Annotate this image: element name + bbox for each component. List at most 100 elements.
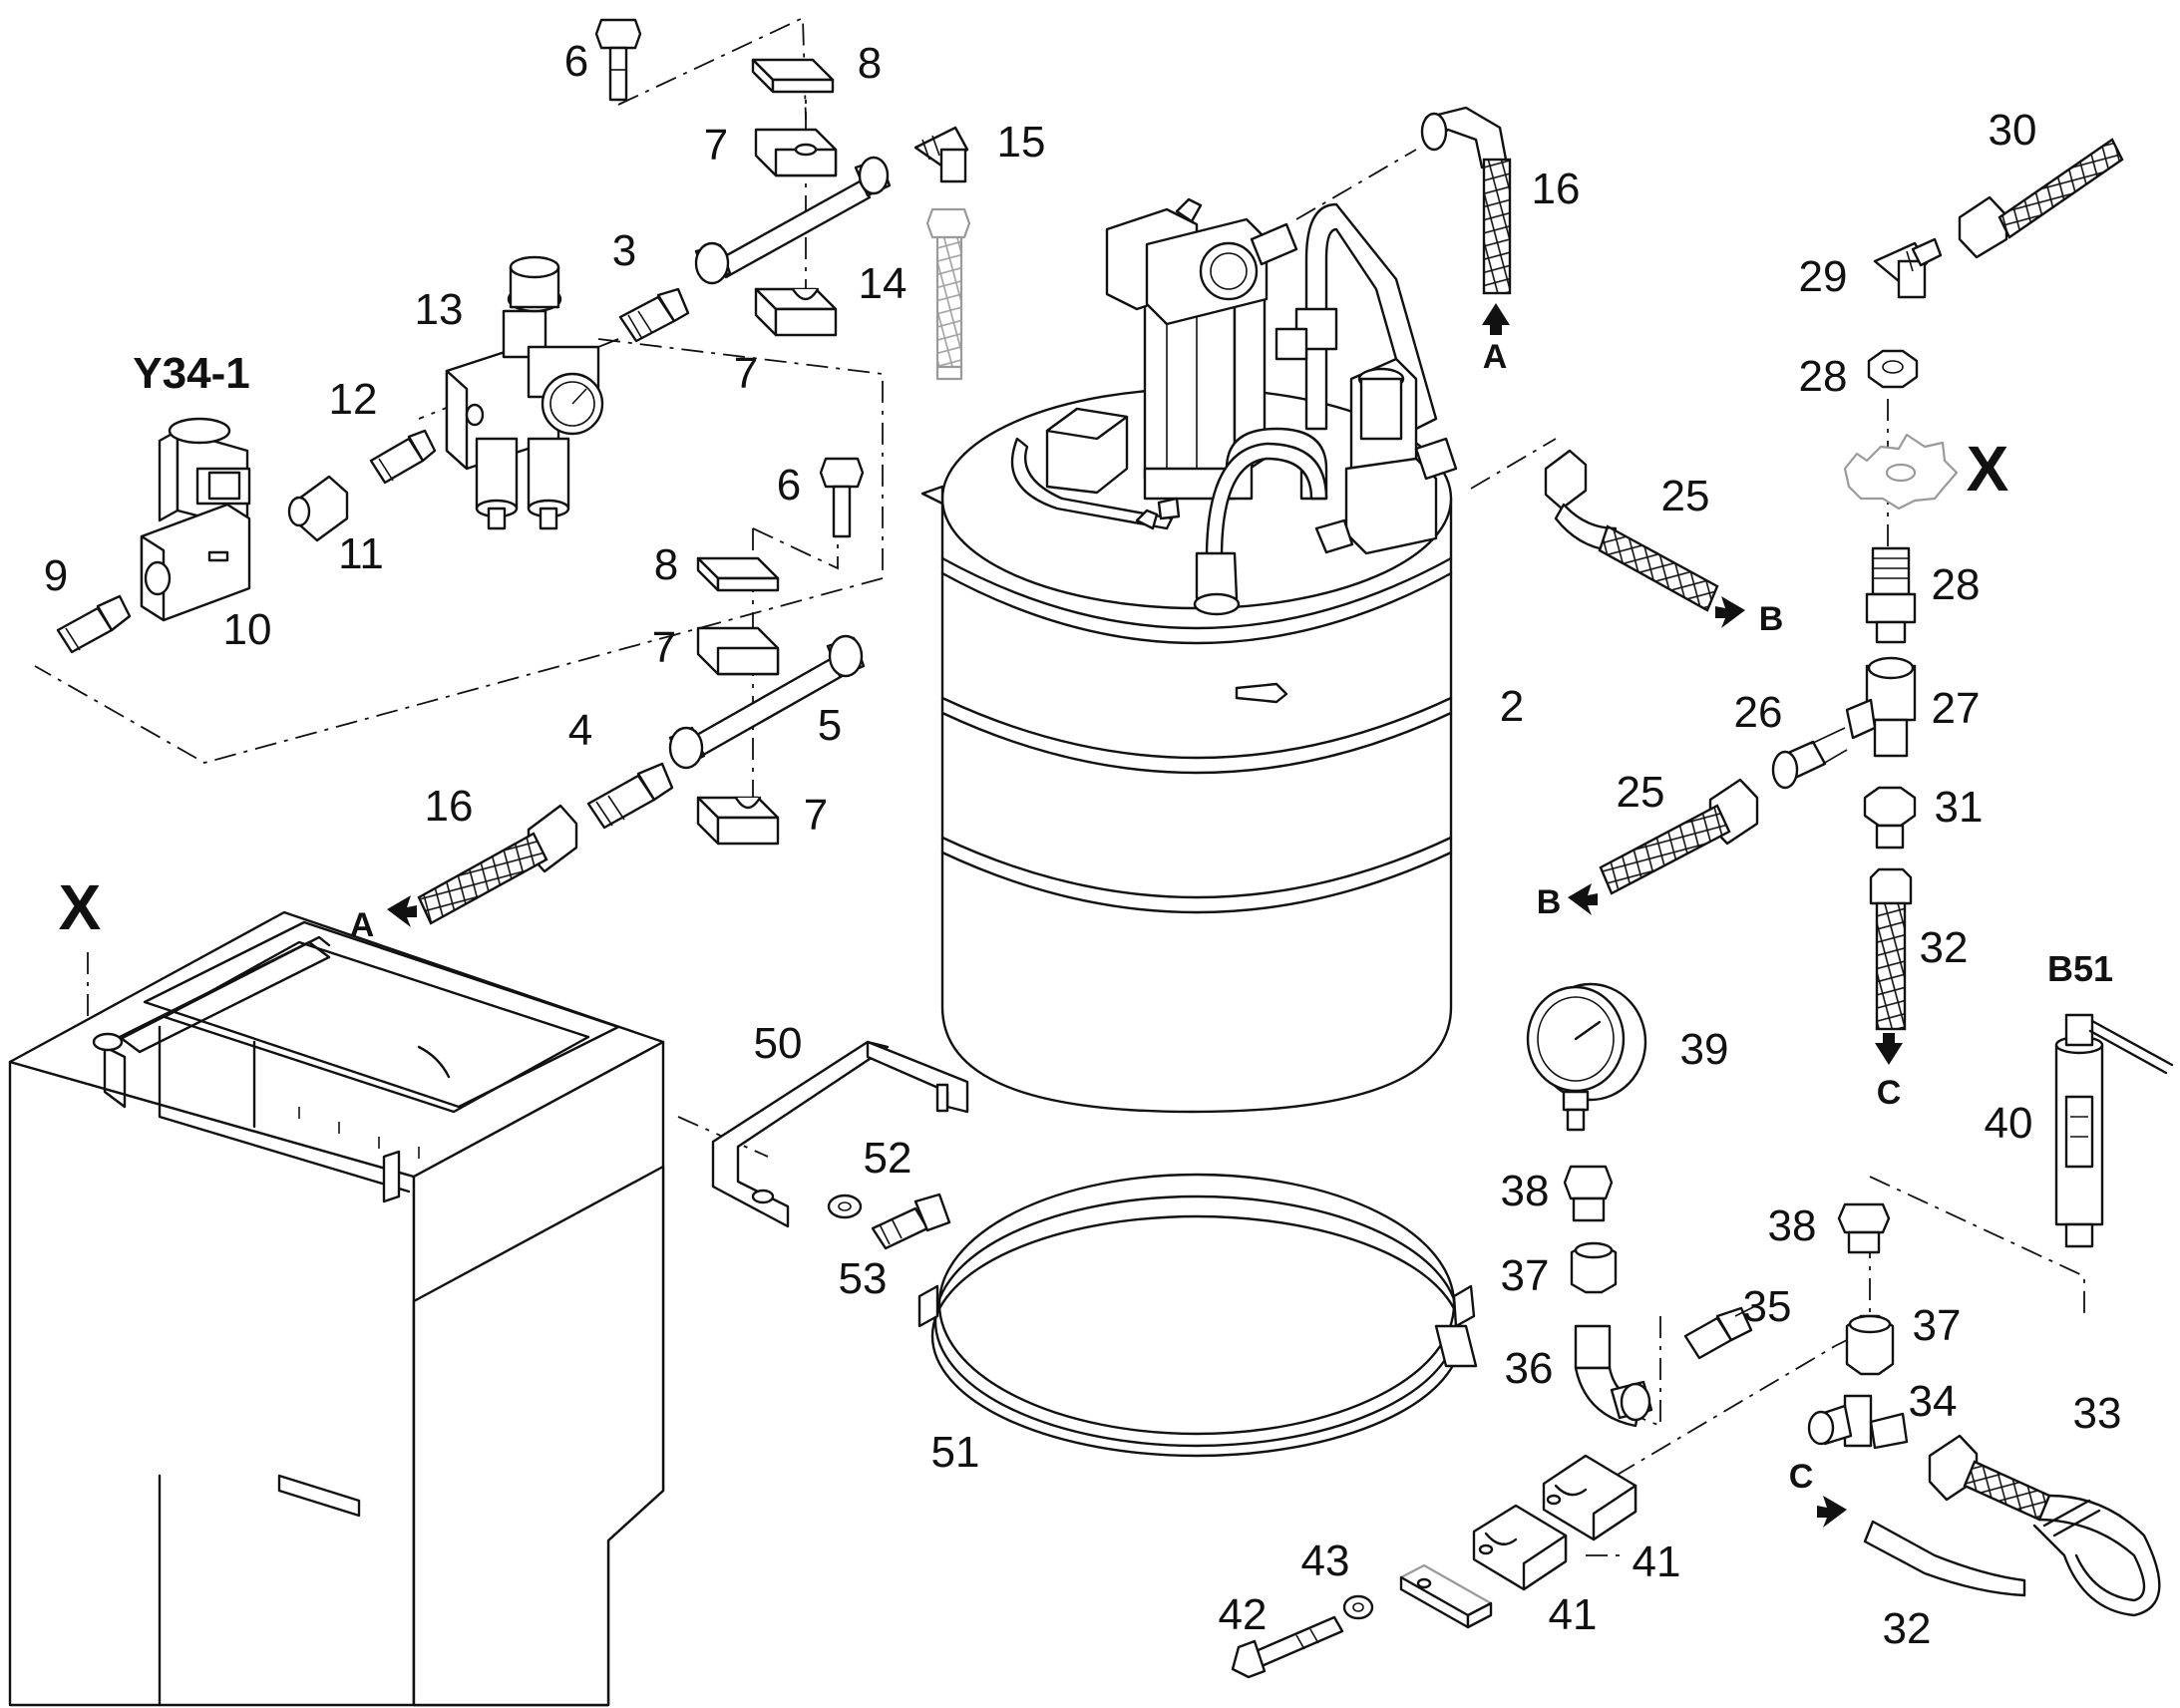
callout-38: 38 [1767,1201,1817,1250]
fitting-26 [1771,727,1848,790]
pressure-gauge-39 [1526,982,1647,1132]
callout-3: 3 [611,226,637,275]
pipe-clamp-7-bottom [696,796,780,846]
arrow-c-down [1875,1033,1903,1065]
plate-41 [1399,1563,1493,1629]
callout-25: 25 [1660,472,1710,520]
hose-16-upper [1420,106,1512,295]
hose-25-upper [1544,449,1719,612]
valve-body-10 [140,503,251,622]
callout-14: 14 [858,259,908,308]
pipe-clamp-7-mid [696,626,780,676]
callout-7: 7 [703,121,729,170]
clamp-41-upper [1542,1454,1637,1541]
callout-11: 11 [338,529,384,578]
callout-53: 53 [838,1254,888,1303]
fitting-4 [586,762,674,830]
callout-29: 29 [1798,252,1848,301]
callout-6: 6 [563,37,589,86]
callout-c: C [1876,1074,1902,1112]
arrow-b-lower [1568,883,1598,915]
hose-33 [1928,1434,2161,1617]
callout-8: 8 [653,540,679,589]
callout-37: 37 [1500,1251,1550,1300]
callout-b: B [1536,883,1562,921]
hose-32-vertical [1869,867,1913,1031]
elbow-fitting-15 [913,126,969,183]
bolt-53 [871,1193,951,1250]
callout-50: 50 [753,1019,803,1068]
tee-34 [1807,1394,1909,1450]
callout-13: 13 [414,285,464,334]
callout-4: 4 [567,706,593,755]
callout-10: 10 [222,605,272,654]
filter-regulator-13 [445,255,604,530]
callout-32: 32 [1919,923,1969,972]
callout-34: 34 [1908,1377,1958,1426]
callout-16: 16 [424,782,474,831]
fitting-31 [1863,786,1917,850]
callout-38: 38 [1500,1167,1550,1215]
callout-35: 35 [1742,1282,1792,1331]
arrow-c-lower [1817,1496,1847,1528]
callout-8: 8 [857,39,883,88]
callout-c: C [1788,1458,1814,1496]
clamp-plate-8-mid [696,556,780,592]
elbow-36 [1574,1324,1653,1428]
callout-39: 39 [1679,1025,1729,1074]
bracket-50 [711,1040,969,1228]
callout-40: 40 [1984,1099,2033,1148]
hose-25-lower [1599,778,1759,895]
callout-32: 32 [1882,1604,1932,1653]
hose-16-lower [417,804,578,925]
elbow-29 [1873,237,1943,299]
callout-x: X [1966,433,2009,505]
callout-a: A [1482,338,1508,376]
nut-28-top [1867,349,1919,389]
clamp-plate-8-top [751,58,835,94]
reducer-38-right [1837,1202,1891,1254]
bolt-42 [1231,1615,1344,1679]
callout-12: 12 [328,375,378,424]
callout-51: 51 [930,1428,980,1477]
pipe-5 [668,634,866,770]
cabinet-housing [8,910,665,1707]
callout-7: 7 [733,349,759,398]
callout-2: 2 [1499,682,1525,731]
callout-52: 52 [863,1134,912,1183]
callout-33: 33 [2072,1389,2122,1438]
callout-a: A [349,906,375,944]
callout-41: 41 [1548,1590,1598,1639]
pipe-14 [694,156,892,285]
tank-top-valve-assembly [1010,197,1458,616]
hose-ghost-15 [925,207,971,381]
bolt-6-top [594,18,642,102]
callout-42: 42 [1218,1590,1268,1639]
nut-37-right [1845,1314,1895,1376]
callout-b51: B51 [2046,948,2114,989]
tension-band-51 [917,1173,1478,1458]
callout-y34-1: Y34-1 [133,349,250,398]
callout-16: 16 [1531,165,1581,213]
locknut-x-ghost [1843,433,1959,511]
bolt-6-mid [819,457,865,538]
solenoid-valve-y34-1 [158,417,251,530]
callout-37: 37 [1912,1301,1962,1350]
nut-11 [287,475,349,542]
nipple-28-lower [1865,546,1917,644]
reducer-38-left [1563,1165,1614,1222]
fitting-3 [618,287,690,343]
callout-43: 43 [1300,1537,1350,1585]
callout-28: 28 [1931,560,1981,609]
clamp-41-lower [1472,1504,1568,1591]
nut-37-left [1570,1241,1618,1294]
callout-41: 41 [1632,1537,1681,1586]
fitting-9 [56,594,132,654]
callout-x: X [58,871,102,943]
callout-31: 31 [1934,783,1984,832]
callout-9: 9 [43,551,69,600]
washer-52 [827,1194,863,1219]
hose-30 [1958,138,2124,259]
